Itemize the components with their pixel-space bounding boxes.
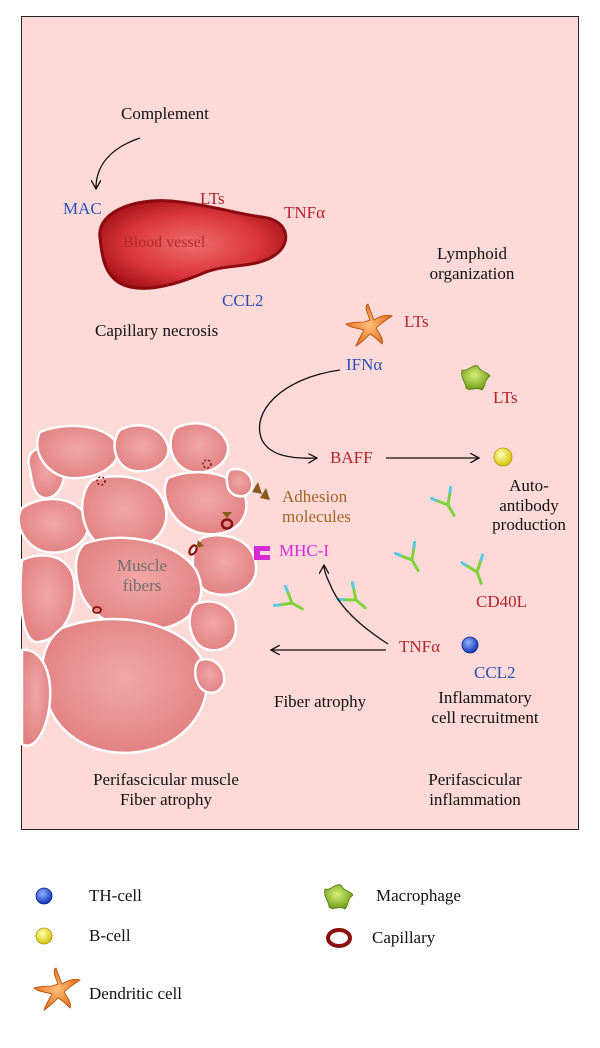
legend-th-cell-label: TH-cell (89, 886, 142, 905)
ifna-label: IFNα (346, 355, 383, 374)
ccl2-vessel-label: CCL2 (222, 291, 264, 310)
legend-th-cell-icon (35, 887, 53, 905)
peri-inflam-line2: inflammation (429, 789, 521, 809)
baff-label: BAFF (330, 448, 373, 467)
perifascicular-inflammation-label: Perifascicular inflammation (412, 770, 538, 809)
legend-macrophage-label: Macrophage (376, 886, 461, 905)
th-cell (461, 636, 479, 654)
autoantibody-production-label: Auto- antibody production (474, 476, 584, 535)
cd40l-label: CD40L (476, 592, 527, 611)
legend-capillary-icon (326, 928, 352, 948)
arrow-tnfa-to-mhc (324, 566, 389, 645)
legend-b-cell-icon (35, 927, 53, 945)
perifascicular-muscle-label: Perifascicular muscle Fiber atrophy (76, 770, 256, 809)
inflammatory-recruitment-label: Inflammatory cell recruitment (413, 688, 557, 727)
legend-b-cell-label: B-cell (89, 926, 131, 945)
complement-label: Complement (121, 104, 209, 123)
tnfa-vessel-label: TNFα (284, 203, 326, 222)
mac-label: MAC (63, 199, 102, 218)
adhesion-line2: molecules (282, 506, 351, 526)
legend-capillary-label: Capillary (372, 928, 436, 947)
dendritic-cell (345, 303, 393, 347)
b-cell (493, 447, 513, 467)
fiber-atrophy-label: Fiber atrophy (274, 692, 367, 711)
lymphoid-line1: Lymphoid (437, 244, 507, 263)
muscle-capillaries (92, 459, 234, 614)
lymphoid-line2: organization (429, 263, 515, 283)
muscle-fibers-label: Muscle fibers (102, 556, 182, 595)
adhesion-line1: Adhesion (282, 487, 348, 506)
muscle-fibers-cluster (17, 422, 258, 755)
lts-macrophage-label: LTs (493, 388, 518, 407)
blood-vessel-shape (98, 199, 288, 290)
legend-dendritic-cell-label: Dendritic cell (89, 984, 182, 1003)
arrow-ifna-to-baff (258, 369, 341, 458)
auto-line2: antibody (499, 495, 559, 515)
peri-muscle-line2: Fiber atrophy (119, 789, 213, 809)
adhesion-molecules-label: Adhesion molecules (282, 487, 351, 526)
inflam-line2: cell recruitment (431, 707, 539, 727)
mhc-label: MHC-I (279, 541, 330, 560)
mhc-receptor (254, 546, 270, 560)
lts-dendritic-label: LTs (404, 312, 429, 331)
muscle-line2: fibers (122, 575, 162, 595)
lts-vessel-label: LTs (200, 189, 225, 208)
ccl2-main-label: CCL2 (474, 663, 516, 682)
adhesion-molecule-marks (196, 482, 270, 548)
auto-line3: production (492, 515, 566, 535)
inflam-line1: Inflammatory (438, 688, 532, 707)
legend-dendritic-cell-icon (33, 967, 81, 1011)
auto-line1: Auto- (509, 476, 549, 495)
peri-inflam-line1: Perifascicular (428, 770, 522, 789)
arrows (96, 137, 478, 650)
legend-macrophage-icon (324, 884, 354, 910)
macrophage (461, 365, 491, 391)
tnfa-main-label: TNFα (399, 637, 441, 656)
muscle-line1: Muscle (116, 556, 168, 575)
capillary-necrosis-label: Capillary necrosis (95, 321, 219, 340)
peri-muscle-line1: Perifascicular muscle (93, 770, 239, 789)
arrow-complement-to-mac (96, 137, 141, 188)
blood-vessel-label: Blood vessel (123, 234, 206, 251)
lymphoid-organization-label: Lymphoid organization (410, 244, 534, 283)
antibodies (272, 485, 485, 611)
